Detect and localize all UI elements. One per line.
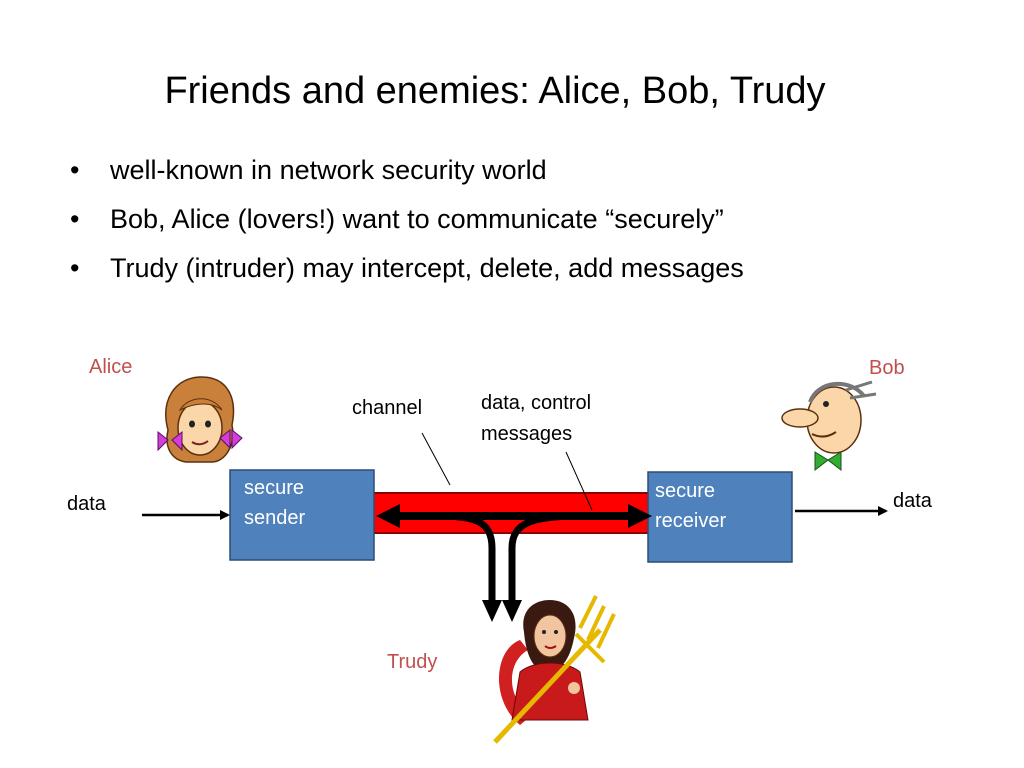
alice-cartoon-icon (157, 376, 243, 463)
input-data-label: data (67, 493, 106, 515)
messages-label-line2: messages (481, 423, 573, 445)
bullet-list: • well-known in network security world • B… (70, 150, 744, 297)
bullet-item: • Trudy (intruder) may intercept, delete,… (70, 248, 744, 297)
channel-pointer-line (421, 432, 451, 486)
bullet-item: • well-known in network security world (70, 150, 744, 199)
messages-pointer-line (565, 451, 593, 511)
trudy-devil-icon (493, 595, 616, 744)
messages-label-line1: data, control (481, 392, 592, 414)
bullet-icon: • (70, 155, 80, 185)
receiver-label-line2: receiver (655, 510, 727, 532)
bob-label: Bob (869, 357, 905, 379)
secure-sender-box (229, 469, 375, 561)
slide-title: Friends and enemies: Alice, Bob, Trudy (164, 70, 826, 112)
bullet-item: • Bob, Alice (lovers!) want to communicat… (70, 199, 744, 248)
secure-receiver-box (647, 471, 793, 563)
receiver-label-line1: secure (655, 480, 716, 502)
alice-label: Alice (89, 356, 133, 378)
trudy-label: Trudy (387, 651, 438, 673)
sender-label-line2: sender (244, 507, 306, 529)
bullet-text: well-known in network security world (110, 155, 547, 185)
bullet-icon: • (70, 253, 80, 283)
intercept-arrows (439, 512, 581, 622)
bullet-icon: • (70, 204, 80, 234)
bullet-text: Trudy (intruder) may intercept, delete, … (110, 253, 744, 283)
bob-cartoon-icon (781, 380, 877, 472)
channel-double-arrow (376, 504, 652, 528)
bullet-text: Bob, Alice (lovers!) want to communicate… (110, 204, 724, 234)
output-data-label: data (893, 490, 932, 512)
sender-label-line1: secure (244, 477, 305, 499)
channel-label: channel (352, 397, 423, 419)
